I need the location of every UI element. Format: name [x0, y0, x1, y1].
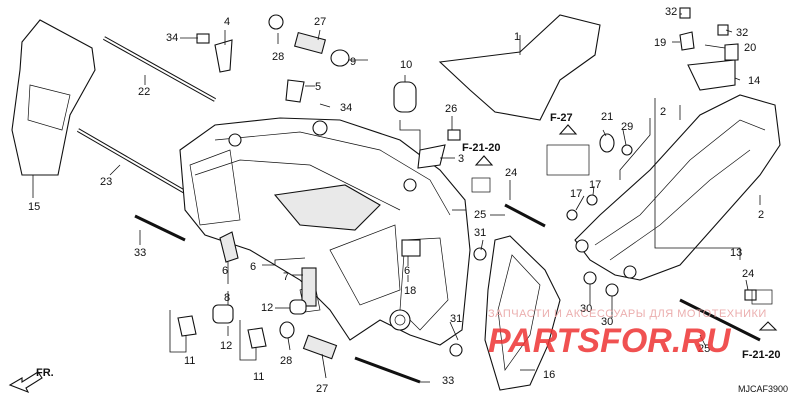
part-number-label: 32	[665, 6, 677, 18]
leader-lines	[32, 13, 761, 383]
hardware	[134, 7, 778, 384]
part-number-label: 24	[505, 167, 517, 179]
part-number-label: 17	[570, 188, 582, 200]
main-frame	[179, 117, 471, 346]
part-number-label: 11	[184, 355, 195, 367]
part-number-label: 28	[272, 51, 284, 63]
part-number-label: 34	[340, 102, 352, 114]
part-number-label: 20	[744, 42, 756, 54]
reference-label: F-21-20	[742, 349, 781, 361]
part-1-cover	[438, 14, 601, 121]
part-number-label: 8	[224, 292, 230, 304]
part-number-label: 18	[404, 285, 416, 297]
part-number-label: 14	[748, 75, 760, 87]
part-13-subframe	[574, 94, 781, 281]
part-number-label: 12	[220, 340, 232, 352]
part-number-label: 21	[601, 111, 613, 123]
part-number-label: 13	[730, 247, 742, 259]
part-16-side-plate	[484, 235, 561, 391]
part-number-label: 11	[253, 371, 264, 383]
part-number-label: 30	[580, 303, 592, 315]
part-number-label: 30	[601, 316, 613, 328]
part-number-label: 2	[758, 209, 764, 221]
part-number-label: 25	[474, 209, 486, 221]
part-number-label: 10	[400, 59, 412, 71]
part-number-label: 5	[315, 81, 321, 93]
part-number-label: 24	[742, 268, 754, 280]
part-number-label: 33	[442, 375, 454, 387]
part-number-label: 33	[134, 247, 146, 259]
direction-label: FR.	[36, 367, 54, 379]
part-number-label: 22	[138, 86, 150, 98]
part-number-label: 1	[514, 31, 520, 43]
part-number-label: 19	[654, 37, 666, 49]
diagram-code: MJCAF3900	[738, 384, 788, 394]
part-number-label: 29	[621, 121, 633, 133]
part-number-label: 4	[224, 16, 230, 28]
part-number-label: 32	[736, 27, 748, 39]
part-number-label: 26	[445, 103, 457, 115]
part-23-long-bolt	[76, 128, 187, 194]
part-number-label: 6	[404, 265, 410, 277]
part-22-long-bolt	[103, 36, 216, 102]
part-number-label: 28	[280, 355, 292, 367]
part-number-label: 34	[166, 32, 178, 44]
part-number-label: 31	[450, 313, 462, 325]
part-number-label: 12	[261, 302, 273, 314]
part-number-label: 9	[350, 56, 356, 68]
front-direction-arrow: FR.	[8, 367, 54, 394]
part-number-label: 2	[660, 106, 666, 118]
part-14-bracket	[687, 59, 736, 91]
part-number-label: 6	[250, 261, 256, 273]
part-number-label: 23	[100, 176, 112, 188]
watermark: ЗАПЧАСТИ И АКСЕССУАРЫ ДЛЯ МОТОТЕХНИКИ PA…	[488, 308, 767, 360]
part-number-label: 27	[314, 16, 326, 28]
part-number-label: 31	[474, 227, 486, 239]
reference-label: F-21-20	[462, 142, 501, 154]
part-number-label: 7	[283, 271, 289, 283]
part-number-label: 16	[543, 369, 555, 381]
part-15-side-cover	[11, 19, 96, 176]
watermark-logo: PARTSFOR.RU	[488, 322, 732, 360]
part-number-label: 15	[28, 201, 40, 213]
part-number-label: 3	[458, 153, 464, 165]
part-number-label: 25	[698, 343, 710, 355]
part-number-label: 17	[589, 179, 601, 191]
reference-label: F-27	[550, 112, 573, 124]
part-number-label: 6	[222, 265, 228, 277]
part-number-label: 27	[316, 383, 328, 395]
watermark-caption: ЗАПЧАСТИ И АКСЕССУАРЫ ДЛЯ МОТОТЕХНИКИ	[488, 308, 767, 320]
